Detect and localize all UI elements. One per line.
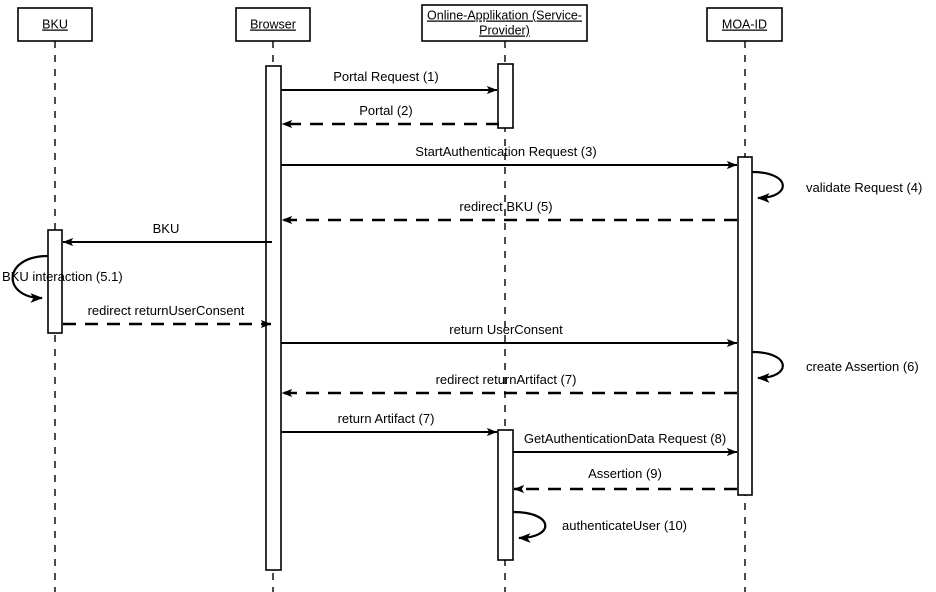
message-11[interactable]: redirect returnArtifact (7) bbox=[281, 372, 737, 398]
participant-box-moaid[interactable] bbox=[706, 7, 783, 42]
message-selfloop-path-4 bbox=[751, 170, 784, 203]
message-label-15: authenticateUser (10) bbox=[562, 518, 687, 533]
message-6[interactable]: BKU bbox=[62, 221, 272, 247]
activation-bar-oa bbox=[497, 429, 514, 561]
message-7[interactable]: BKU interaction (5.1) bbox=[2, 254, 123, 303]
message-4[interactable]: validate Request (4) bbox=[751, 170, 922, 203]
message-label-4: validate Request (4) bbox=[806, 180, 922, 195]
message-12[interactable]: return Artifact (7) bbox=[281, 411, 498, 437]
message-8[interactable]: redirect returnUserConsent bbox=[63, 303, 272, 329]
activation-bar-bku bbox=[47, 229, 63, 334]
participant-label-bku: BKU bbox=[42, 18, 68, 32]
message-9[interactable]: return UserConsent bbox=[281, 322, 738, 348]
message-14[interactable]: Assertion (9) bbox=[513, 466, 737, 494]
activation-bar-browser bbox=[265, 65, 282, 571]
message-label-3: StartAuthentication Request (3) bbox=[415, 144, 596, 159]
participant-box-oa[interactable] bbox=[421, 4, 588, 42]
message-label-14: Assertion (9) bbox=[588, 466, 662, 481]
message-selfloop-path-7 bbox=[11, 254, 49, 303]
message-label-1: Portal Request (1) bbox=[333, 69, 439, 84]
message-13[interactable]: GetAuthenticationData Request (8) bbox=[513, 431, 738, 457]
message-label-13: GetAuthenticationData Request (8) bbox=[524, 431, 726, 446]
message-label-6: BKU bbox=[153, 221, 180, 236]
message-label-9: return UserConsent bbox=[449, 322, 563, 337]
participant-box-browser[interactable] bbox=[235, 7, 311, 42]
message-2[interactable]: Portal (2) bbox=[281, 103, 499, 129]
message-label-11: redirect returnArtifact (7) bbox=[436, 372, 577, 387]
message-10[interactable]: create Assertion (6) bbox=[751, 350, 919, 383]
participant-label-oa: Online-Applikation (Service- bbox=[427, 9, 582, 23]
message-selfloop-path-15 bbox=[512, 510, 547, 543]
message-label-10: create Assertion (6) bbox=[806, 359, 919, 374]
activation-bar-oa bbox=[497, 63, 514, 129]
message-label-12: return Artifact (7) bbox=[338, 411, 435, 426]
participant-label-browser: Browser bbox=[250, 18, 296, 32]
message-label-7: BKU interaction (5.1) bbox=[2, 269, 123, 284]
activations-layer bbox=[47, 63, 753, 571]
message-3[interactable]: StartAuthentication Request (3) bbox=[281, 144, 738, 170]
participant-label-moaid: MOA-ID bbox=[722, 18, 767, 32]
participant-heads-layer: BKU Browser Online-Applikation (Service-Pr… bbox=[17, 4, 783, 42]
participant-box-bku[interactable] bbox=[17, 7, 93, 42]
message-label-5: redirect BKU (5) bbox=[459, 199, 552, 214]
message-5[interactable]: redirect BKU (5) bbox=[281, 199, 737, 225]
message-selfloop-path-10 bbox=[751, 350, 784, 383]
message-label-2: Portal (2) bbox=[359, 103, 412, 118]
participant-label-oa: Provider) bbox=[479, 24, 530, 38]
message-label-8: redirect returnUserConsent bbox=[88, 303, 245, 318]
activation-bar-moaid bbox=[737, 156, 753, 496]
messages-layer: Portal Request (1) Portal (2) StartAuthent… bbox=[2, 69, 922, 543]
message-1[interactable]: Portal Request (1) bbox=[281, 69, 498, 95]
message-15[interactable]: authenticateUser (10) bbox=[512, 510, 687, 543]
